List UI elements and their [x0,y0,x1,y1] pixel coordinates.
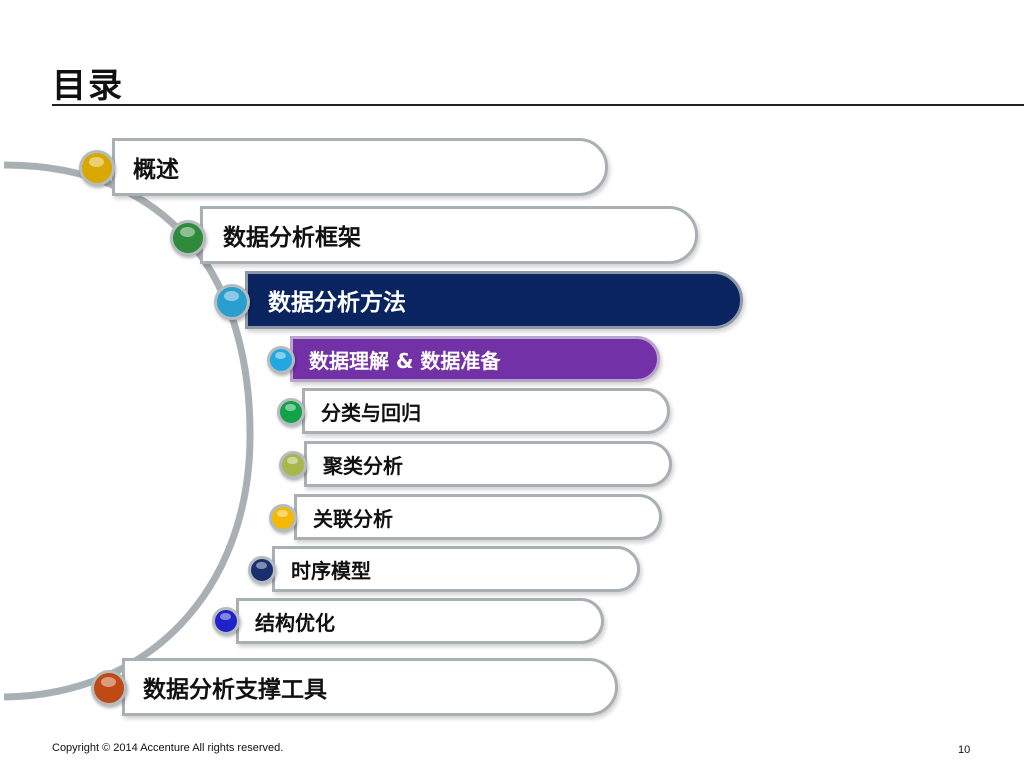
agenda-item-label: 结构优化 [255,610,335,635]
agenda-item-overview[interactable]: 概述 [112,138,608,196]
agenda-item-support-tools[interactable]: 数据分析支撑工具 [122,658,618,716]
agenda-subitem-time-series[interactable]: 时序模型 [272,546,640,592]
agenda-item-label: 数据分析支撑工具 [143,677,327,703]
agenda-subitem-clustering[interactable]: 聚类分析 [304,441,672,487]
yellow-bullet-icon [269,504,297,532]
agenda-item-label: 数据理解 & 数据准备 [309,348,501,373]
royal-blue-bullet-icon [212,607,240,635]
page-title: 目录 [52,66,124,106]
copyright-text: Copyright © 2014 Accenture All rights re… [52,742,284,754]
agenda-subitem-structure-optimization[interactable]: 结构优化 [236,598,604,644]
green-bullet-icon [277,398,305,426]
agenda-item-label: 数据分析方法 [268,290,406,316]
agenda-item-label: 关联分析 [313,506,393,531]
navy-bullet-icon [248,556,276,584]
blue-bullet-icon [214,284,250,320]
agenda-item-label: 聚类分析 [323,453,403,478]
page-number: 10 [958,744,971,756]
agenda-item-label: 数据分析框架 [223,225,361,251]
agenda-item-label: 分类与回归 [321,400,421,425]
agenda-subitem-classification[interactable]: 分类与回归 [302,388,670,434]
cyan-bullet-icon [267,346,295,374]
agenda-item-label: 概述 [133,157,179,183]
orange-bullet-icon [91,670,127,706]
agenda-item-framework[interactable]: 数据分析框架 [200,206,698,264]
gold-bullet-icon [79,150,115,186]
agenda-subitem-association[interactable]: 关联分析 [294,494,662,540]
olive-bullet-icon [279,451,307,479]
agenda-subitem-data-understanding[interactable]: 数据理解 & 数据准备 [290,336,660,382]
agenda-item-label: 时序模型 [291,558,371,583]
agenda-item-methods[interactable]: 数据分析方法 [245,271,743,329]
title-divider [52,104,1024,106]
green-bullet-icon [170,220,206,256]
